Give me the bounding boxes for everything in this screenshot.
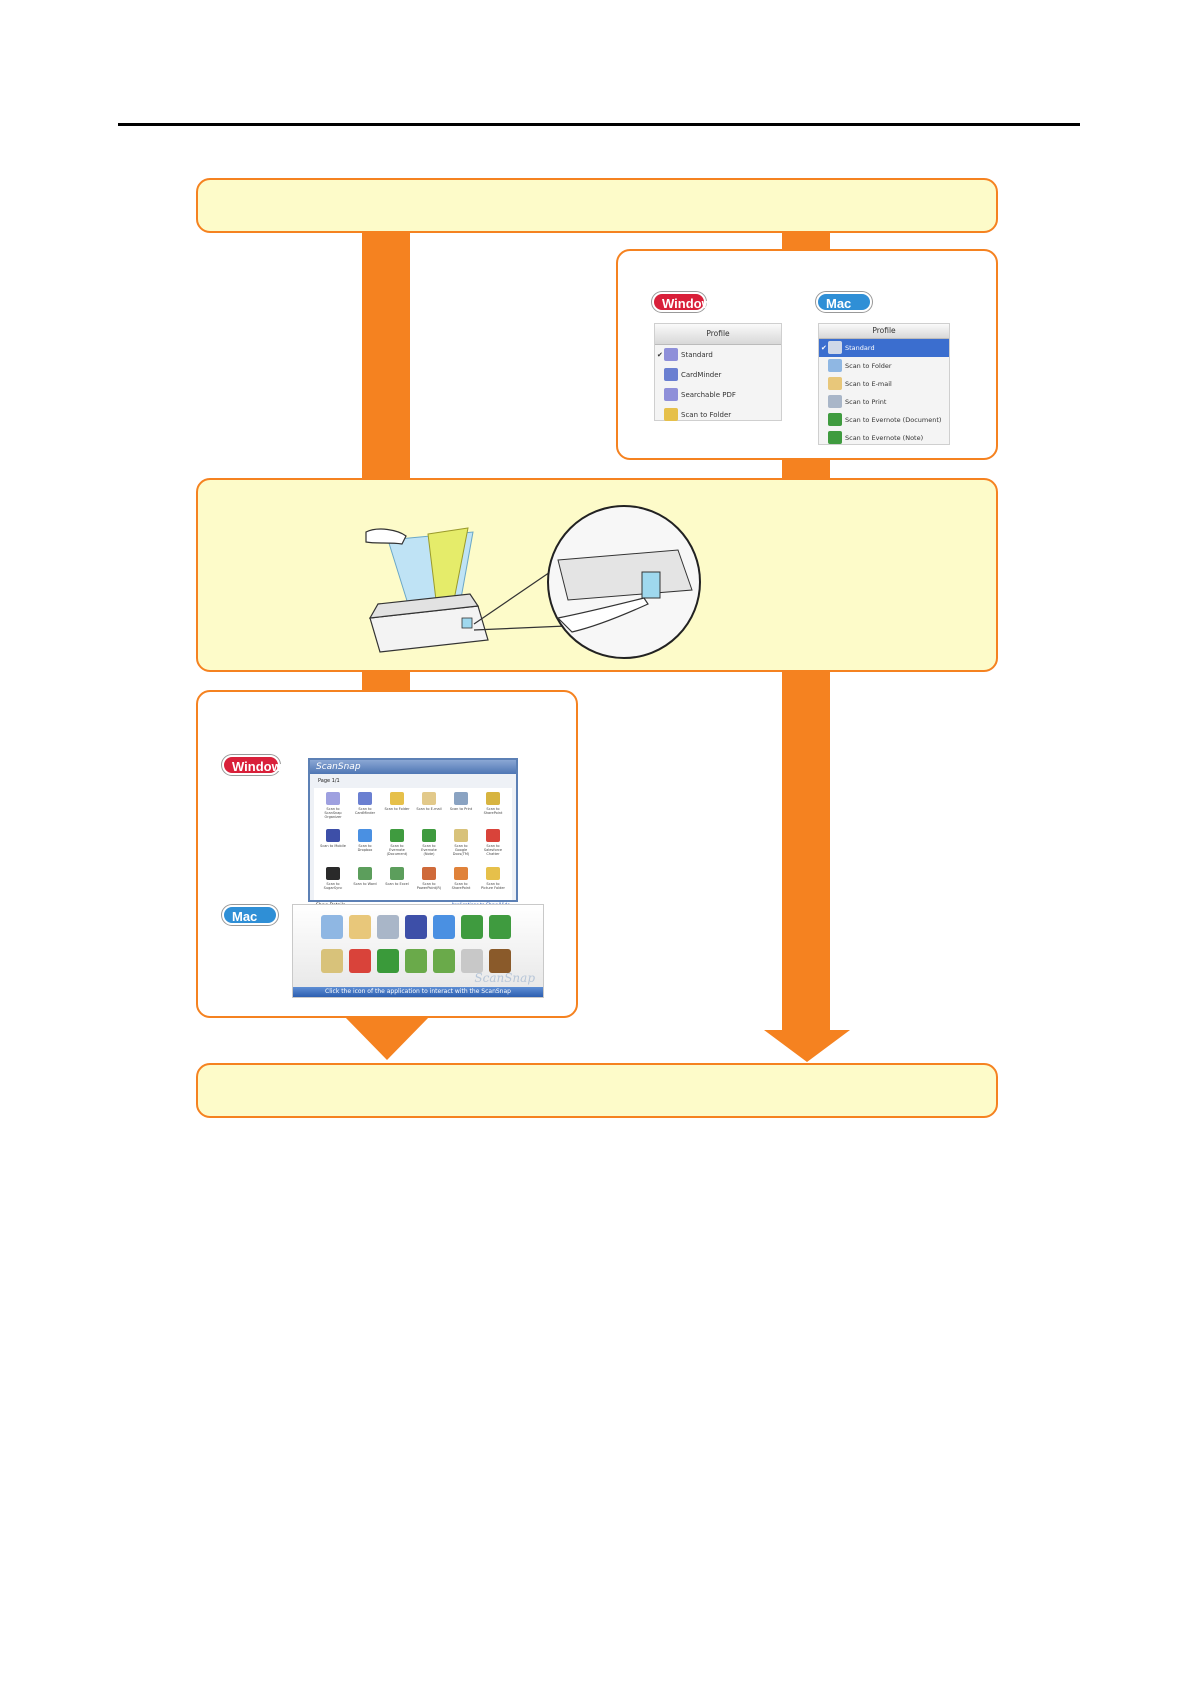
mobile-icon [326, 829, 340, 843]
arrow-head-right [764, 1030, 850, 1062]
app-item[interactable]: Scan to Evernote (Note) [416, 829, 442, 862]
step-box-end [196, 1063, 998, 1118]
profile-item[interactable]: Scan to Folder [655, 405, 781, 425]
evernote-icon[interactable] [489, 915, 511, 939]
powerpoint-icon [422, 866, 436, 880]
profile-menu-header: Profile [655, 324, 781, 345]
organizer-icon [326, 792, 340, 805]
printer-icon [828, 395, 842, 408]
app-item[interactable]: Scan to Picture Folder [480, 866, 506, 896]
excel-icon[interactable] [433, 949, 455, 973]
profile-selection-box: Windows Mac OS Profile ✔Standard CardMin… [616, 249, 998, 460]
printer-icon [454, 792, 468, 805]
mac-quick-menu-window: ScanSnap Click the icon of the applicati… [292, 904, 544, 998]
header-rule [118, 123, 1080, 126]
evernote-icon [828, 413, 842, 426]
evernote-icon [422, 829, 436, 843]
email-icon[interactable] [349, 915, 371, 939]
printer-icon[interactable] [377, 915, 399, 939]
google-docs-icon[interactable] [321, 949, 343, 973]
sugarsync-icon [326, 866, 340, 880]
mac-os-badge: Mac OS [816, 292, 872, 331]
excel-icon [390, 866, 404, 880]
standard-profile-icon [828, 341, 842, 354]
profile-item[interactable]: ✔Standard [655, 345, 781, 365]
picture-folder-icon [486, 866, 500, 880]
check-icon: ✔ [657, 351, 663, 359]
app-item[interactable]: Scan to Print [448, 792, 474, 825]
app-item[interactable]: Scan to SugarSync [320, 866, 346, 896]
powerpoint-icon[interactable] [461, 949, 483, 973]
folder-icon[interactable] [321, 915, 343, 939]
standard-profile-icon [664, 348, 678, 361]
app-item[interactable]: Scan to ScanSnap Organizer [320, 792, 346, 825]
flow-bar-right-bottom [782, 670, 830, 1030]
folder-icon [664, 408, 678, 421]
profile-item[interactable]: CardMinder [655, 365, 781, 385]
sugarsync-icon[interactable] [377, 949, 399, 973]
mobile-icon[interactable] [405, 915, 427, 939]
app-item[interactable]: Scan to Word [352, 866, 378, 896]
application-grid: Scan to ScanSnap Organizer Scan to CardM… [314, 788, 512, 900]
flow-bar-left-top [362, 232, 410, 480]
dropbox-icon [358, 829, 372, 843]
evernote-icon [828, 431, 842, 444]
sharepoint-icon [454, 866, 468, 880]
app-item[interactable]: Scan to Dropbox [352, 829, 378, 862]
scanner-illustration [365, 505, 701, 659]
windows-badge: Windows [222, 755, 289, 775]
windows-profile-menu: Profile ✔Standard CardMinder Searchable … [654, 323, 782, 421]
app-item[interactable]: Scan to Excel [384, 866, 410, 896]
profile-item[interactable]: ✔Standard [819, 339, 949, 357]
email-icon [422, 792, 436, 805]
profile-item[interactable]: Scan to Folder [819, 357, 949, 375]
email-icon [828, 377, 842, 390]
app-item[interactable]: Scan to Folder [384, 792, 410, 825]
app-item[interactable]: Scan to Mobile [320, 829, 346, 862]
salesforce-icon[interactable] [349, 949, 371, 973]
app-item[interactable]: Scan to Evernote (Document) [384, 829, 410, 862]
dropbox-icon[interactable] [433, 915, 455, 939]
picture-folder-icon[interactable] [489, 949, 511, 973]
profile-item[interactable]: Searchable PDF [655, 385, 781, 405]
profile-item[interactable]: Scan to Evernote (Note) [819, 429, 949, 447]
page-indicator: Page 1/1 [318, 778, 340, 784]
app-item[interactable]: Scan to SharePoint [448, 866, 474, 896]
word-icon[interactable] [405, 949, 427, 973]
profile-item[interactable]: Scan to Print [819, 393, 949, 411]
arrow-head-left [344, 1016, 430, 1060]
folder-icon [390, 792, 404, 805]
windows-quick-menu-window: ScanSnap Page 1/1 Scan to ScanSnap Organ… [308, 758, 518, 908]
mac-profile-menu: Profile ✔Standard Scan to Folder Scan to… [818, 323, 950, 445]
scansnap-logo: ScanSnap [474, 971, 535, 985]
windows-badge: Windows [652, 292, 719, 312]
app-item[interactable]: Scan to Salesforce Chatter [480, 829, 506, 862]
sharepoint-icon [486, 792, 500, 805]
step-box-scan [196, 478, 998, 672]
app-item[interactable]: Scan to PowerPoint(R) [416, 866, 442, 896]
word-icon [358, 866, 372, 880]
window-title: ScanSnap [310, 760, 516, 774]
google-docs-icon [454, 829, 468, 843]
cardminder-icon [358, 792, 372, 805]
step-box-start [196, 178, 998, 233]
profile-item[interactable]: Scan to E-mail [819, 375, 949, 393]
app-item[interactable]: Scan to Google Docs(TM) [448, 829, 474, 862]
profile-item[interactable]: Scan to Evernote (Document) [819, 411, 949, 429]
app-item[interactable]: Scan to SharePoint [480, 792, 506, 825]
searchable-pdf-icon [664, 388, 678, 401]
status-bar: Click the icon of the application to int… [293, 987, 543, 997]
check-icon: ✔ [821, 344, 827, 352]
evernote-icon [390, 829, 404, 843]
quick-menu-box: Windows Mac OS ScanSnap Page 1/1 Scan to… [196, 690, 578, 1018]
app-item[interactable]: Scan to CardMinder [352, 792, 378, 825]
app-item[interactable]: Scan to E-mail [416, 792, 442, 825]
cardminder-icon [664, 368, 678, 381]
profile-menu-header: Profile [819, 324, 949, 339]
mac-os-badge: Mac OS [222, 905, 278, 944]
evernote-icon[interactable] [461, 915, 483, 939]
folder-icon [828, 359, 842, 372]
salesforce-icon [486, 829, 500, 843]
